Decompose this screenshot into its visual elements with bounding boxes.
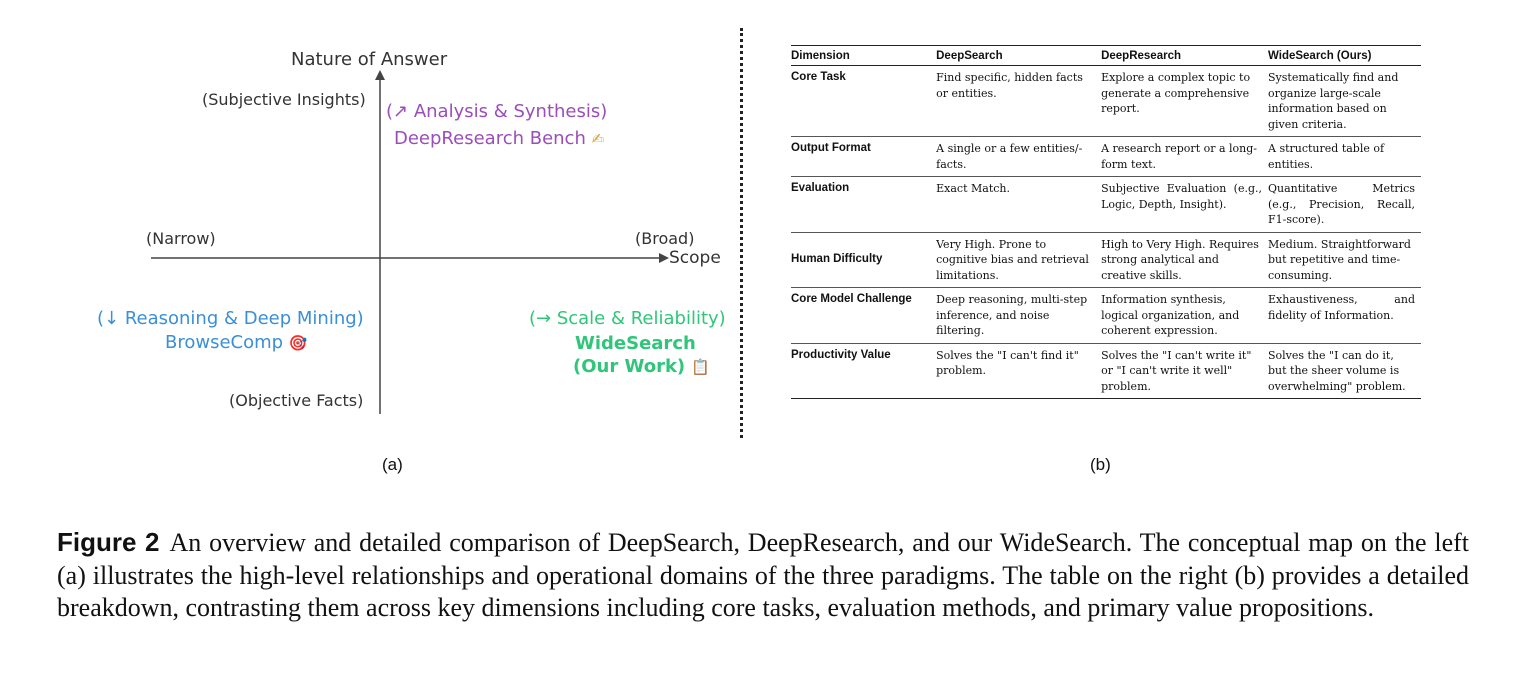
widesearch-our-work-label: (Our Work) 📋 xyxy=(573,356,710,377)
table-row: Productivity Value Solves the "I can't f… xyxy=(791,343,1421,399)
table-header-row: Dimension DeepSearch DeepResearch WideSe… xyxy=(791,45,1421,66)
cell-deepsearch: Very High. Prone to cognitive bias and r… xyxy=(936,232,1102,288)
cell-deepsearch: Deep reasoning, multi-step inference, an… xyxy=(936,287,1102,344)
clipboard-icon: 📋 xyxy=(691,358,711,376)
row-dimension: Evaluation xyxy=(791,176,937,233)
table-row: Evaluation Exact Match. Subjective Evalu… xyxy=(791,176,1421,233)
cell-deepresearch: Subjective Evaluation (e.g., Logic, Dept… xyxy=(1101,176,1268,233)
table-row: Output Format A single or a few entities… xyxy=(791,136,1421,177)
figure-label: Figure 2 xyxy=(57,527,160,557)
table-row: Core Model Challenge Deep reasoning, mul… xyxy=(791,287,1421,344)
cell-deepresearch: Solves the "I can't write it" or "I can'… xyxy=(1101,343,1268,399)
comparison-table: Dimension DeepSearch DeepResearch WideSe… xyxy=(791,45,1421,399)
widesearch-name: WideSearch xyxy=(575,333,696,354)
browsecomp-focus: (↓ Reasoning & Deep Mining) xyxy=(97,308,364,329)
header-dimension: Dimension xyxy=(791,45,937,66)
cell-deepsearch: Find specific, hidden facts or entities. xyxy=(936,65,1102,137)
x-left-label: (Narrow) xyxy=(146,229,216,248)
row-dimension: Human Difficulty xyxy=(791,232,937,288)
cell-widesearch: Quantitative Metrics (e.g., Precision, R… xyxy=(1268,176,1421,233)
cell-deepresearch: Explore a complex topic to generate a co… xyxy=(1101,65,1268,137)
deepresearch-bench-name: DeepResearch Bench xyxy=(394,128,586,149)
header-deepresearch: DeepResearch xyxy=(1101,45,1268,66)
cell-deepresearch: Information synthesis, logical organizat… xyxy=(1101,287,1268,344)
browsecomp-label: BrowseComp 🎯 xyxy=(165,332,308,353)
row-dimension: Productivity Value xyxy=(791,343,937,399)
y-top-label: (Subjective Insights) xyxy=(202,90,366,109)
cell-deepresearch: A research report or a long-form text. xyxy=(1101,136,1268,177)
widesearch-our-work: (Our Work) xyxy=(573,356,686,377)
dotted-divider xyxy=(740,28,743,438)
cell-deepresearch: High to Very High. Requires strong analy… xyxy=(1101,232,1268,288)
deepresearch-bench-label: DeepResearch Bench ✍ xyxy=(394,128,604,149)
subfigure-a-label: (a) xyxy=(382,455,403,474)
header-deepsearch: DeepSearch xyxy=(936,45,1102,66)
row-dimension: Core Task xyxy=(791,65,937,137)
cell-widesearch: Medium. Straightforward but repetitive a… xyxy=(1268,232,1421,288)
cell-widesearch: Solves the "I can do it, but the sheer v… xyxy=(1268,343,1421,399)
subfigure-b-label: (b) xyxy=(1090,455,1111,474)
y-bottom-label: (Objective Facts) xyxy=(229,391,364,410)
caption-text: An overview and detailed comparison of D… xyxy=(57,528,1469,622)
axes-svg xyxy=(151,70,669,414)
header-widesearch: WideSearch (Ours) xyxy=(1268,45,1421,66)
cell-deepsearch: Exact Match. xyxy=(936,176,1102,233)
x-axis-title: Scope xyxy=(669,248,721,268)
target-icon: 🎯 xyxy=(288,334,308,352)
cell-deepsearch: Solves the "I can't find it" problem. xyxy=(936,343,1102,399)
cell-widesearch: Exhaustiveness, and fidelity of Informat… xyxy=(1268,287,1421,344)
writing-hand-icon: ✍ xyxy=(591,130,605,148)
y-axis-title: Nature of Answer xyxy=(291,49,448,70)
browsecomp-name: BrowseComp xyxy=(165,332,284,353)
cell-widesearch: A structured table of entities. xyxy=(1268,136,1421,177)
deepresearch-focus: (↗ Analysis & Synthesis) xyxy=(386,101,608,122)
widesearch-focus: (→ Scale & Reliability) xyxy=(529,308,726,329)
table-row: Human Difficulty Very High. Prone to cog… xyxy=(791,232,1421,288)
table-row: Core Task Find specific, hidden facts or… xyxy=(791,65,1421,137)
x-right-label: (Broad) xyxy=(635,229,695,248)
cell-widesearch: Systematically find and organize large-s… xyxy=(1268,65,1421,137)
cell-deepsearch: A single or a few entities/-facts. xyxy=(936,136,1102,177)
row-dimension: Core Model Challenge xyxy=(791,287,937,344)
row-dimension: Output Format xyxy=(791,136,937,177)
